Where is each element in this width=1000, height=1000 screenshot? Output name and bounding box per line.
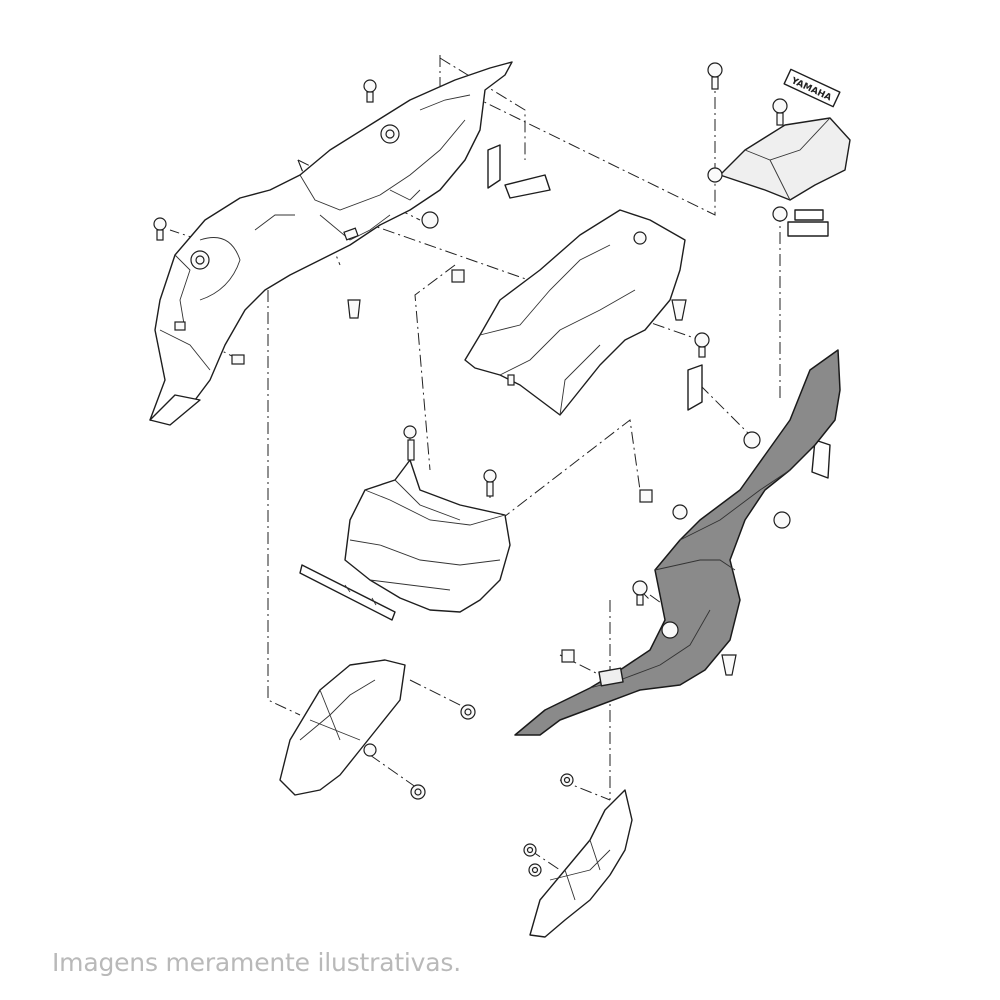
inner-tail-panel	[464, 209, 686, 416]
left-lower-panel	[279, 659, 406, 796]
left-lower-fasteners	[410, 704, 476, 800]
leader-lines	[169, 55, 781, 871]
fender-brackets	[487, 144, 551, 199]
tail-light-cover	[719, 117, 851, 237]
tail-light-housing	[344, 425, 511, 613]
side-cover-brackets	[687, 364, 831, 479]
top-right-fasteners	[671, 62, 788, 358]
right-lower-panel	[529, 789, 633, 938]
rear-fender	[149, 61, 513, 426]
right-lower-fasteners	[523, 773, 574, 877]
illustrative-images-caption: Imagens meramente ilustrativas.	[52, 948, 461, 977]
right-side-cover	[514, 349, 841, 736]
side-cover-fasteners	[632, 504, 737, 676]
fender-fasteners	[153, 79, 465, 319]
light-strip	[299, 564, 396, 621]
yamaha-emblem: YAMAHA	[783, 68, 841, 108]
